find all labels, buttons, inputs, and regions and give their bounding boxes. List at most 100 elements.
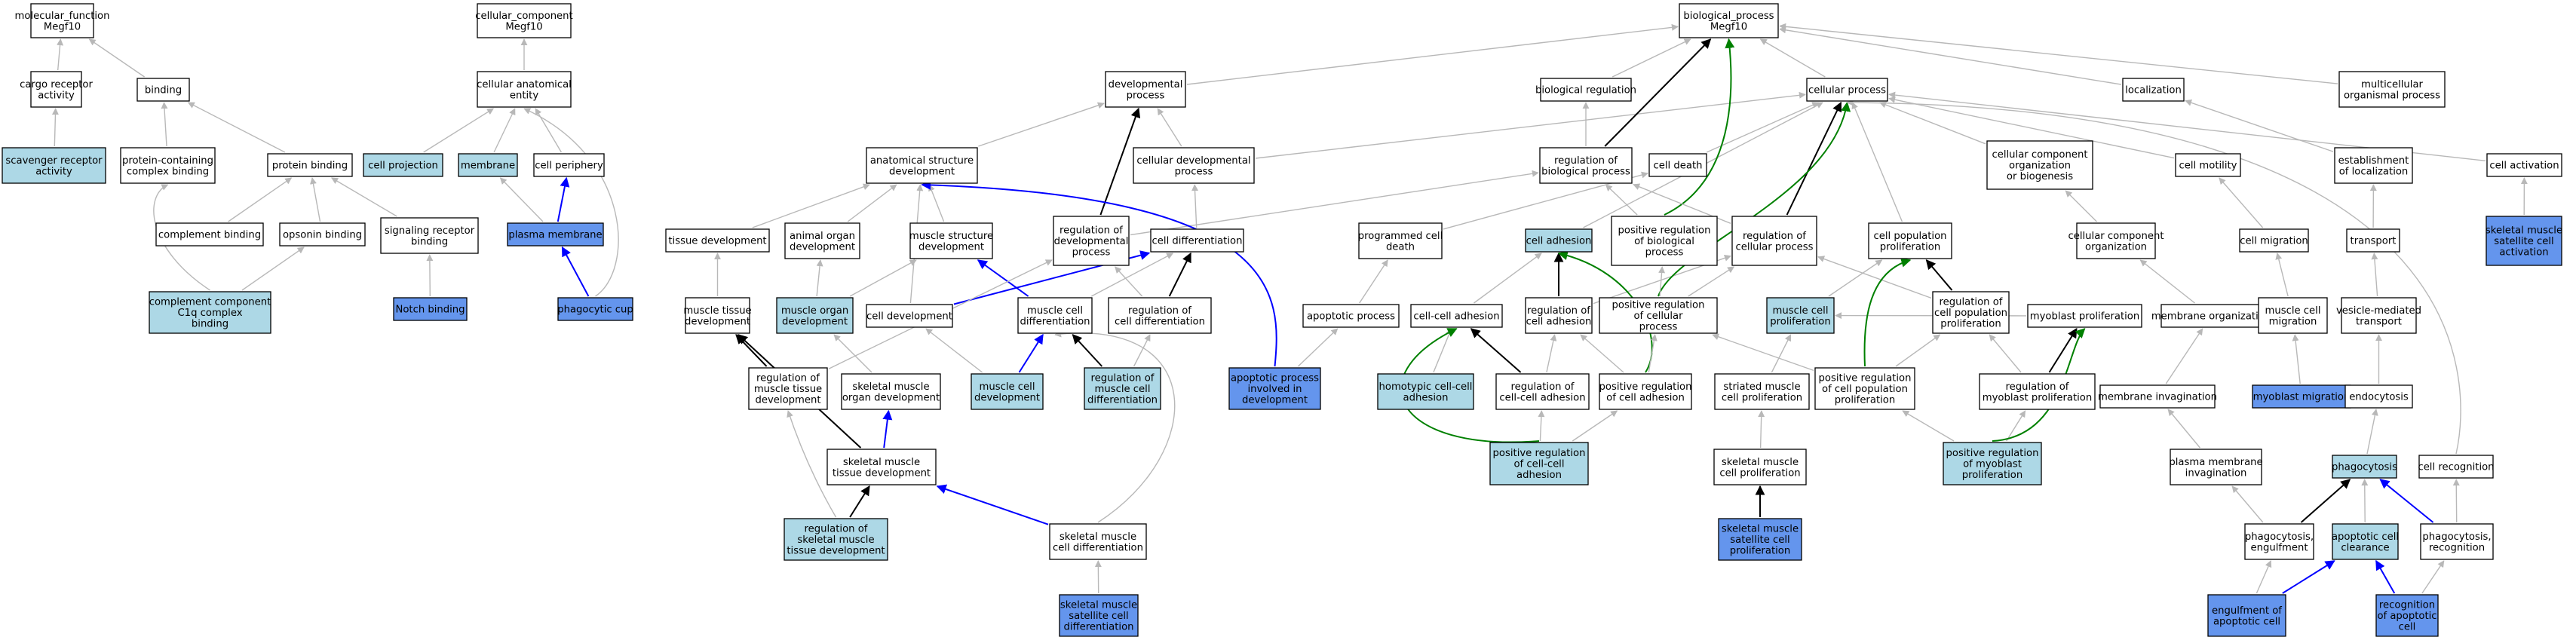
node-endo[interactable]: endocytosis xyxy=(2344,384,2413,409)
node-cellmig[interactable]: cell migration xyxy=(2239,228,2309,253)
node-cellrec[interactable]: cell recognition xyxy=(2418,455,2495,479)
node-notch[interactable]: Notch binding xyxy=(393,297,468,321)
node-label: development xyxy=(889,166,955,177)
node-celldeath[interactable]: cell death xyxy=(1648,153,1707,177)
node-label: skeletal muscle xyxy=(1060,531,1136,543)
edge-posregcellpop-to-regcellpop xyxy=(1895,334,1941,367)
node-memorg[interactable]: membrane organization xyxy=(2151,304,2271,328)
node-cellper[interactable]: cell periphery xyxy=(533,153,605,177)
edge-animorg-to-asd xyxy=(847,184,897,222)
node-transport[interactable]: transport xyxy=(2346,228,2400,253)
node-cellproj[interactable]: cell projection xyxy=(363,153,443,177)
node-plasmem[interactable]: plasma membrane xyxy=(507,222,604,247)
node-opsbind[interactable]: opsonin binding xyxy=(279,222,366,247)
node-protbind[interactable]: protein binding xyxy=(267,153,353,177)
node-cellproc[interactable]: cellular process xyxy=(1806,78,1888,102)
node-celladh[interactable]: cell adhesion xyxy=(1525,228,1593,253)
node-celldev[interactable]: cell development xyxy=(866,304,953,328)
node-phagcup[interactable]: phagocytic cup xyxy=(557,297,633,321)
node-myoprol[interactable]: myoblast proliferation xyxy=(2027,304,2142,328)
node-ccadh[interactable]: cell-cell adhesion xyxy=(1410,304,1503,328)
node-compbind[interactable]: complement binding xyxy=(155,222,264,247)
node-myomig[interactable]: myoblast migration xyxy=(2252,384,2351,409)
node-apop[interactable]: apoptotic process xyxy=(1302,304,1400,328)
node-phago[interactable]: phagocytosis xyxy=(2332,455,2397,479)
node-membrane[interactable]: membrane xyxy=(458,153,518,177)
node-bioreg[interactable]: biological regulation xyxy=(1535,78,1636,102)
node-binding[interactable]: binding xyxy=(136,78,190,102)
node-phagengulf[interactable]: phagocytosis,engulfment xyxy=(2244,523,2314,560)
edge-phagengulf-to-phago xyxy=(2300,479,2351,523)
node-cellact[interactable]: cell activation xyxy=(2486,153,2562,177)
node-box xyxy=(1410,304,1503,328)
node-phagrec[interactable]: phagocytosis,recognition xyxy=(2420,523,2494,560)
node-cellmot[interactable]: cell motility xyxy=(2175,153,2241,177)
node-celldiff[interactable]: cell differentiation xyxy=(1150,228,1244,253)
node-local[interactable]: localization xyxy=(2122,78,2185,102)
node-tissdev[interactable]: tissue development xyxy=(665,228,770,253)
node-box xyxy=(477,3,572,38)
node-label: developmental xyxy=(1109,79,1183,90)
node-meminv[interactable]: membrane invagination xyxy=(2098,384,2217,409)
edge-regcell-to-cellproc xyxy=(1786,101,1842,216)
